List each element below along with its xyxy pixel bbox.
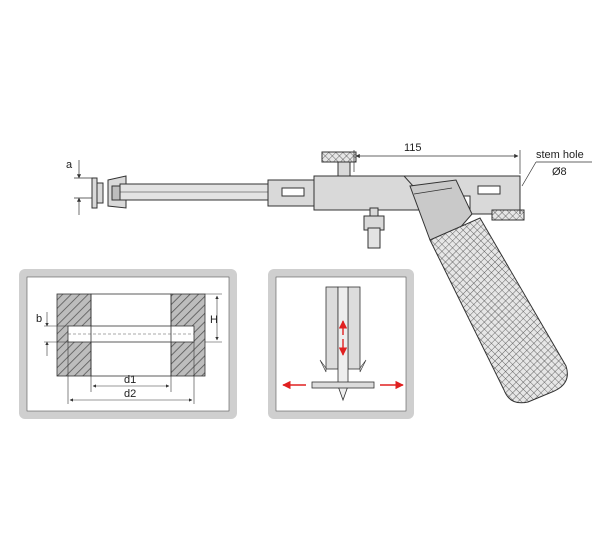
clamp-lever[interactable] [367, 227, 381, 249]
top-knurled-knob[interactable] [321, 151, 357, 163]
bore-section-panel [19, 269, 237, 419]
stem-hole-diameter: Ø8 [552, 166, 567, 178]
dimension-a [74, 160, 94, 215]
detail-stem-left [325, 286, 339, 370]
tip-detail-panel [268, 269, 414, 419]
rear-knurled-knob[interactable] [491, 209, 525, 221]
gauge-tool: a [66, 142, 592, 404]
slider-slot [281, 187, 305, 197]
dimension-b-label: b [36, 313, 42, 325]
detail-crossbar [311, 381, 375, 389]
dimension-d1-label: d1 [124, 374, 136, 386]
dimension-a-label: a [66, 159, 73, 171]
stem-hole-title: stem hole [536, 149, 584, 161]
detail-stem-right [347, 286, 361, 370]
gauge-body [313, 175, 423, 211]
stem-hole-slot [477, 185, 501, 195]
overall-length-dimension [353, 150, 521, 174]
slider-block[interactable] [267, 179, 317, 207]
overall-length-label: 115 [404, 142, 422, 154]
dimension-d2-label: d2 [124, 388, 136, 400]
knurled-grip[interactable] [429, 217, 568, 404]
dimension-H-label: H [210, 314, 218, 326]
